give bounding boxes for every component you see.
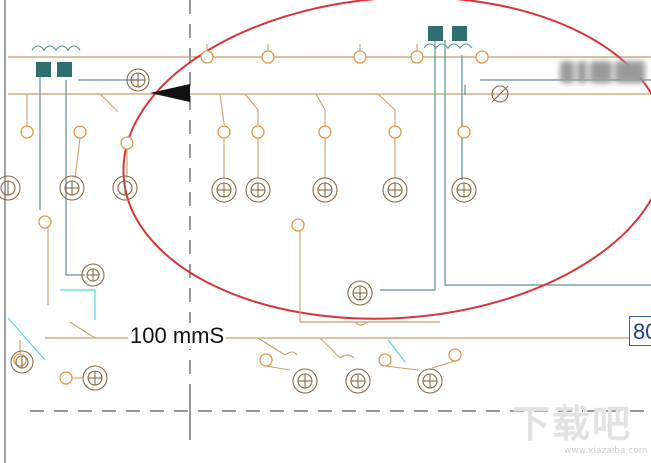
node-drops xyxy=(74,137,456,371)
node-circle-small xyxy=(59,371,73,385)
watermark: 下载吧 www.xiazaiba.com xyxy=(512,402,648,458)
highlight-ellipse xyxy=(122,0,651,320)
watermark-url: www.xiazaiba.com xyxy=(564,446,648,456)
node-circles xyxy=(13,50,489,367)
grid-lines xyxy=(30,0,651,440)
feeder-lines xyxy=(39,40,651,291)
misc-wires xyxy=(68,321,431,379)
cyan-links xyxy=(7,289,406,363)
breaker-connectors xyxy=(31,43,473,51)
arrow-pointer-icon xyxy=(150,84,190,102)
blurred-label xyxy=(560,58,648,86)
breaker-block-icon xyxy=(36,26,467,77)
watermark-title: 下载吧 xyxy=(512,402,633,446)
terminal-symbol-icon xyxy=(0,68,477,394)
dimension-label: 100 mmS xyxy=(128,323,227,349)
edge-number-box: 80 xyxy=(629,316,651,346)
top-drops xyxy=(19,44,418,359)
disconnect-symbol-icon xyxy=(491,85,509,103)
